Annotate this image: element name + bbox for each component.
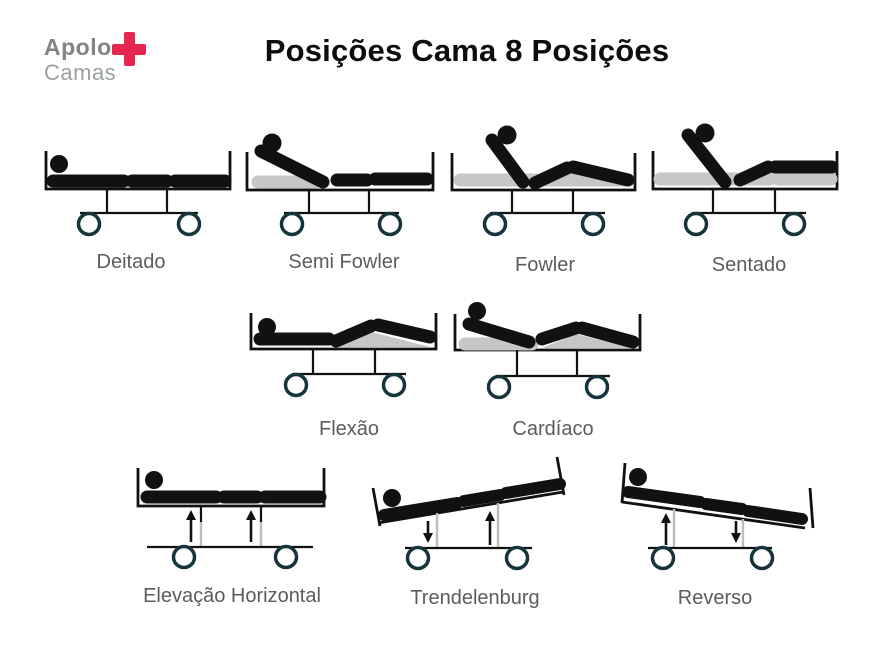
bed-diagram-flexao xyxy=(249,313,438,398)
wheel-icon xyxy=(76,211,102,237)
wheel-icon xyxy=(273,544,299,570)
position-label-elevacao-horizontal: Elevação Horizontal xyxy=(143,585,321,607)
figure-reverso: Reverso xyxy=(600,445,830,610)
bed-diagram-sentado xyxy=(651,123,839,237)
wheel-icon xyxy=(171,544,197,570)
wheel-icon xyxy=(683,211,709,237)
position-label-flexao: Flexão xyxy=(318,418,380,440)
figure-flexao: Flexão xyxy=(244,276,454,441)
wheel-icon xyxy=(749,545,775,571)
bed-diagram-trendelenburg xyxy=(371,456,566,571)
position-label-trendelenburg: Trendelenburg xyxy=(410,587,540,609)
position-label-fowler: Fowler xyxy=(514,254,575,276)
mattress xyxy=(334,332,430,347)
logo-text-secondary: Camas xyxy=(44,60,117,85)
page-title: Posições Cama 8 Posições xyxy=(264,33,670,68)
wheel-icon xyxy=(650,545,676,571)
bed-frame xyxy=(136,468,326,508)
patient xyxy=(254,133,434,189)
position-label-cardiaco: Cardíaco xyxy=(512,418,594,440)
bed-diagram-cardiaco xyxy=(453,302,642,400)
bed-frame xyxy=(44,151,232,191)
up-arrow-icon xyxy=(186,510,196,542)
patient xyxy=(378,478,566,521)
undercarriage xyxy=(279,190,403,237)
patient xyxy=(681,123,839,189)
figure-semi-fowler: Semi Fowler xyxy=(239,114,449,274)
bed-frame xyxy=(450,153,637,192)
undercarriage xyxy=(648,509,775,571)
wheel-icon xyxy=(482,211,508,237)
figure-deitado: Deitado xyxy=(26,114,236,274)
bed-diagram-elevacao-horizontal xyxy=(136,468,327,570)
wheel-icon xyxy=(283,372,309,398)
wheel-icon xyxy=(584,374,610,400)
position-label-semi-fowler: Semi Fowler xyxy=(288,251,400,273)
wheel-icon xyxy=(405,545,431,571)
logo-text-primary: Apolo xyxy=(44,34,112,60)
bed-diagram-fowler xyxy=(450,125,637,237)
patient xyxy=(462,302,640,349)
undercarriage xyxy=(683,189,807,237)
bed-frame xyxy=(453,314,642,352)
undercarriage xyxy=(486,350,610,400)
wheel-icon xyxy=(381,372,407,398)
bed-diagram-deitado xyxy=(44,151,232,237)
figure-sentado: Sentado xyxy=(644,112,854,277)
wheel-icon xyxy=(377,211,403,237)
down-arrow-icon xyxy=(423,521,433,543)
up-arrow-icon xyxy=(485,511,495,545)
undercarriage xyxy=(405,503,532,571)
patient xyxy=(622,468,808,525)
patient xyxy=(140,471,327,504)
bed-frame xyxy=(245,152,435,192)
undercarriage xyxy=(147,506,313,570)
bed-frame xyxy=(620,462,815,530)
bed-diagram-semi-fowler xyxy=(245,133,435,237)
wheel-icon xyxy=(504,545,530,571)
wheel-icon xyxy=(176,211,202,237)
figure-fowler: Fowler xyxy=(440,112,650,277)
undercarriage xyxy=(76,189,202,237)
figure-trendelenburg: Trendelenburg xyxy=(360,445,590,610)
logo: Apolo Camas xyxy=(44,32,164,85)
wheel-icon xyxy=(580,211,606,237)
undercarriage xyxy=(283,349,407,398)
bed-diagram-reverso xyxy=(620,462,815,571)
wheel-icon xyxy=(486,374,512,400)
patient xyxy=(485,125,635,190)
bed-frame xyxy=(249,313,438,351)
position-label-deitado: Deitado xyxy=(96,251,166,273)
up-arrow-icon xyxy=(246,510,256,542)
wheel-icon xyxy=(279,211,305,237)
down-arrow-icon xyxy=(731,521,741,543)
up-arrow-icon xyxy=(661,513,671,545)
position-label-sentado: Sentado xyxy=(711,254,787,276)
figure-elevacao-horizontal: Elevação Horizontal xyxy=(117,438,347,608)
patient xyxy=(46,155,232,188)
wheel-icon xyxy=(781,211,807,237)
patient xyxy=(253,318,437,348)
figure-cardiaco: Cardíaco xyxy=(448,276,658,441)
position-label-reverso: Reverso xyxy=(677,587,753,609)
medical-cross-icon xyxy=(112,32,146,66)
undercarriage xyxy=(482,190,606,237)
